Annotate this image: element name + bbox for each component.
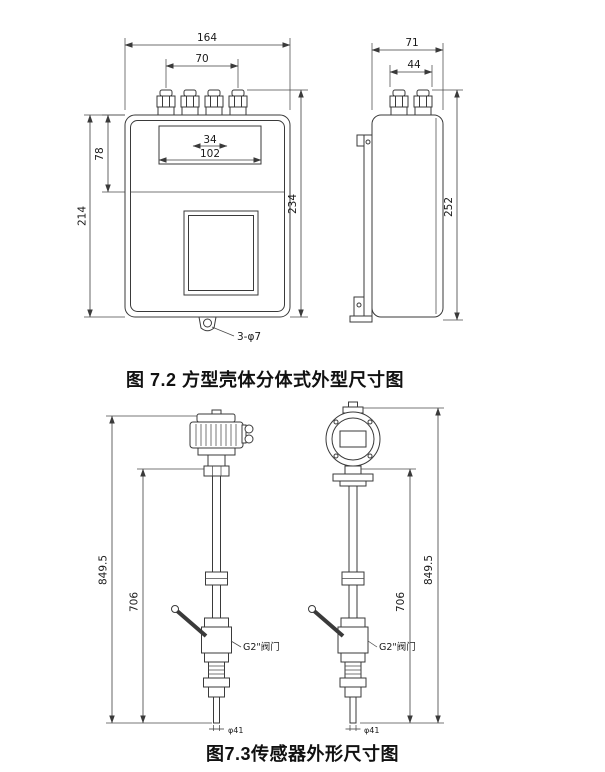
dim-34-label: 34 — [203, 134, 217, 146]
dim-insertion-length-right: 706 — [361, 468, 416, 724]
sensor-left-stem — [205, 475, 228, 619]
side-view-cable-glands — [389, 89, 433, 116]
mounting-hole-callout: 3-φ7 — [211, 326, 261, 343]
front-view-body — [124, 114, 291, 318]
probe-dia-right: φ41 — [364, 726, 379, 735]
dim-164-label: 164 — [197, 32, 217, 44]
dim-body-height: 214 — [77, 114, 125, 318]
side-view-mounting-bracket — [349, 134, 373, 323]
mounting-hole — [203, 318, 212, 328]
probe-dia-left: φ41 — [228, 726, 243, 735]
sensor-left-head — [189, 409, 254, 477]
dim-overall-length-right: 849.5 — [360, 407, 444, 724]
valve-callout-right: G2"阀门 — [367, 640, 416, 653]
sensor-left-probe — [203, 661, 230, 724]
valve-label-left: G2"阀门 — [243, 641, 280, 653]
sensor-right-head — [325, 401, 381, 487]
figure-7-2-drawing: 164 70 34 102 78 214 — [77, 32, 463, 343]
side-view-body — [371, 114, 444, 318]
figure-7-3-drawing: G2"阀门 φ41 — [98, 401, 444, 735]
thread-lines — [345, 665, 361, 675]
mounting-tab — [198, 316, 217, 332]
dim-44-label: 44 — [407, 59, 421, 71]
dim-gland-span-side: 44 — [389, 59, 433, 87]
dim-gland-span-front: 70 — [165, 53, 239, 88]
display-face — [339, 430, 367, 448]
dim-234-label: 234 — [287, 194, 299, 214]
sensor-right: G2"阀门 φ41 — [308, 401, 416, 735]
figure-7-2-caption: 图 7.2 方型壳体分体式外型尺寸图 — [125, 370, 405, 390]
valve-handle — [174, 608, 208, 638]
sensor-right-valve — [308, 605, 369, 663]
dim-total-height-front: 234 — [247, 89, 308, 318]
valve-callout-left: G2"阀门 — [230, 640, 280, 653]
sensor-left-valve — [171, 605, 232, 663]
dim-252-label: 252 — [443, 197, 455, 217]
dim-102-label: 102 — [200, 148, 220, 160]
cable-entry-icon — [244, 424, 254, 434]
dim-total-height-side: 252 — [432, 89, 463, 321]
front-view-cable-glands — [156, 89, 248, 116]
sensor-right-probe — [339, 661, 367, 724]
dim-214-label: 214 — [77, 206, 89, 226]
dim-terminal-area: 34 102 — [158, 134, 262, 163]
probe-dia-callout-right: φ41 — [345, 725, 379, 735]
valve-handle — [311, 608, 345, 638]
housing-fins — [195, 424, 237, 446]
dim-706-right-label: 706 — [395, 592, 407, 612]
dim-overall-depth: 71 — [371, 37, 444, 110]
probe-dia-callout-left: φ41 — [209, 725, 243, 735]
dim-78-label: 78 — [94, 147, 106, 160]
thread-lines — [208, 665, 225, 675]
sensor-right-stem — [341, 485, 365, 619]
dim-8495-right-label: 849.5 — [423, 555, 435, 585]
cable-entry-icon — [244, 434, 254, 444]
dim-8495-left-label: 849.5 — [98, 555, 110, 585]
dim-70-label: 70 — [195, 53, 208, 65]
sensor-left: G2"阀门 φ41 — [171, 409, 280, 735]
dim-71-label: 71 — [405, 37, 418, 49]
dim-insertion-length-left: 706 — [129, 468, 204, 724]
dim-706-left-label: 706 — [129, 592, 141, 612]
label-3-phi7: 3-φ7 — [237, 331, 261, 343]
dim-top-section-height: 78 — [94, 114, 125, 193]
dim-overall-width: 164 — [124, 32, 291, 110]
dim-overall-length-left: 849.5 — [98, 415, 212, 724]
valve-label-right: G2"阀门 — [379, 641, 416, 653]
figure-7-3-caption: 图7.3传感器外形尺寸图 — [205, 744, 400, 764]
